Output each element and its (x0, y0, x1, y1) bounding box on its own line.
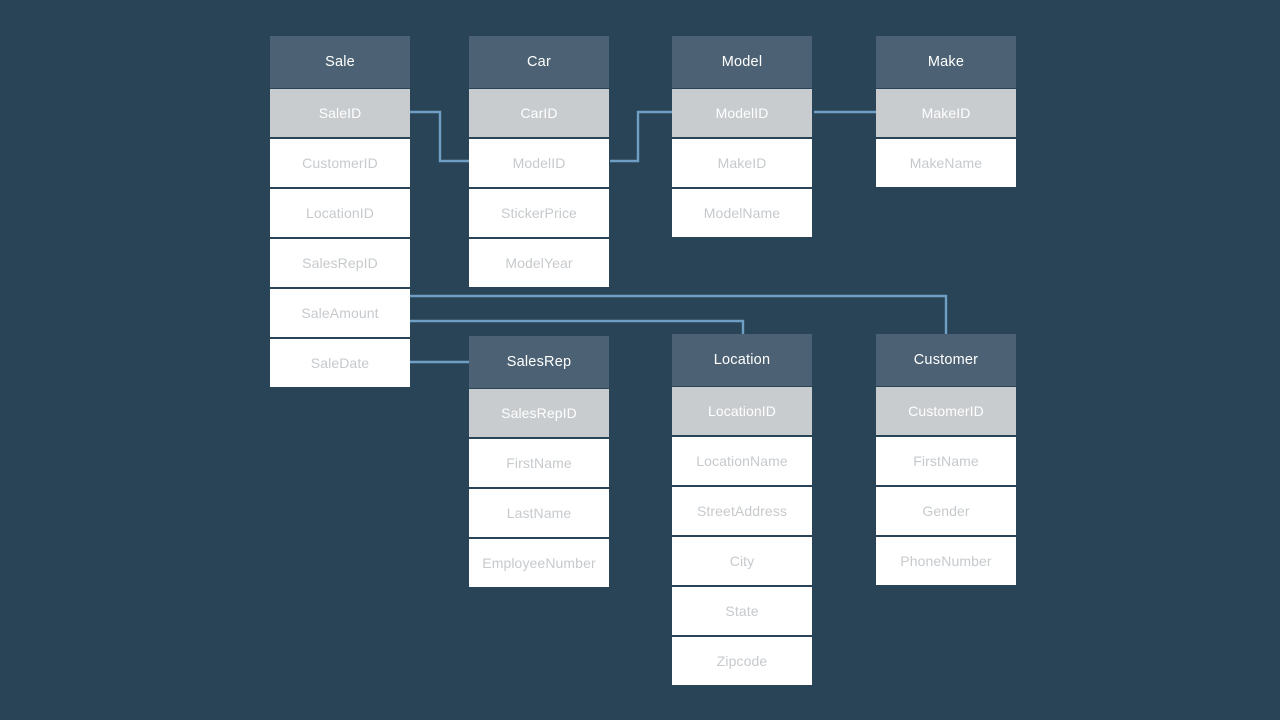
field-row-location-4[interactable]: State (672, 587, 812, 635)
entity-title-location: Location (672, 334, 812, 386)
field-row-car-1[interactable]: ModelID (469, 139, 609, 187)
field-row-salesrep-1[interactable]: FirstName (469, 439, 609, 487)
field-row-sale-2[interactable]: LocationID (270, 189, 410, 237)
field-row-model-1[interactable]: MakeID (672, 139, 812, 187)
entity-title-model: Model (672, 36, 812, 88)
entity-title-sale: Sale (270, 36, 410, 88)
field-row-car-2[interactable]: StickerPrice (469, 189, 609, 237)
field-row-sale-5[interactable]: SaleDate (270, 339, 410, 387)
field-row-sale-3[interactable]: SalesRepID (270, 239, 410, 287)
field-row-salesrep-2[interactable]: LastName (469, 489, 609, 537)
connector-sale-to-location (410, 319, 745, 334)
field-row-salesrep-3[interactable]: EmployeeNumber (469, 539, 609, 587)
field-row-car-3[interactable]: ModelYear (469, 239, 609, 287)
connector-car-modelid-to-model-modelid (610, 110, 672, 163)
field-row-customer-2[interactable]: Gender (876, 487, 1016, 535)
connector-car-carid-to-sale-saleid (410, 110, 469, 163)
field-row-customer-3[interactable]: PhoneNumber (876, 537, 1016, 585)
entity-title-make: Make (876, 36, 1016, 88)
field-row-sale-4[interactable]: SaleAmount (270, 289, 410, 337)
field-row-location-1[interactable]: LocationName (672, 437, 812, 485)
primary-key-row-sale-0[interactable]: SaleID (270, 89, 410, 137)
field-row-make-1[interactable]: MakeName (876, 139, 1016, 187)
field-row-model-2[interactable]: ModelName (672, 189, 812, 237)
field-row-location-2[interactable]: StreetAddress (672, 487, 812, 535)
primary-key-row-model-0[interactable]: ModelID (672, 89, 812, 137)
primary-key-row-car-0[interactable]: CarID (469, 89, 609, 137)
field-row-location-5[interactable]: Zipcode (672, 637, 812, 685)
entity-title-car: Car (469, 36, 609, 88)
primary-key-row-salesrep-0[interactable]: SalesRepID (469, 389, 609, 437)
field-row-customer-1[interactable]: FirstName (876, 437, 1016, 485)
entity-title-customer: Customer (876, 334, 1016, 386)
entity-title-salesrep: SalesRep (469, 336, 609, 388)
connector-sale-to-customer (410, 294, 948, 334)
primary-key-row-customer-0[interactable]: CustomerID (876, 387, 1016, 435)
primary-key-row-location-0[interactable]: LocationID (672, 387, 812, 435)
primary-key-row-make-0[interactable]: MakeID (876, 89, 1016, 137)
field-row-sale-1[interactable]: CustomerID (270, 139, 410, 187)
field-row-location-3[interactable]: City (672, 537, 812, 585)
